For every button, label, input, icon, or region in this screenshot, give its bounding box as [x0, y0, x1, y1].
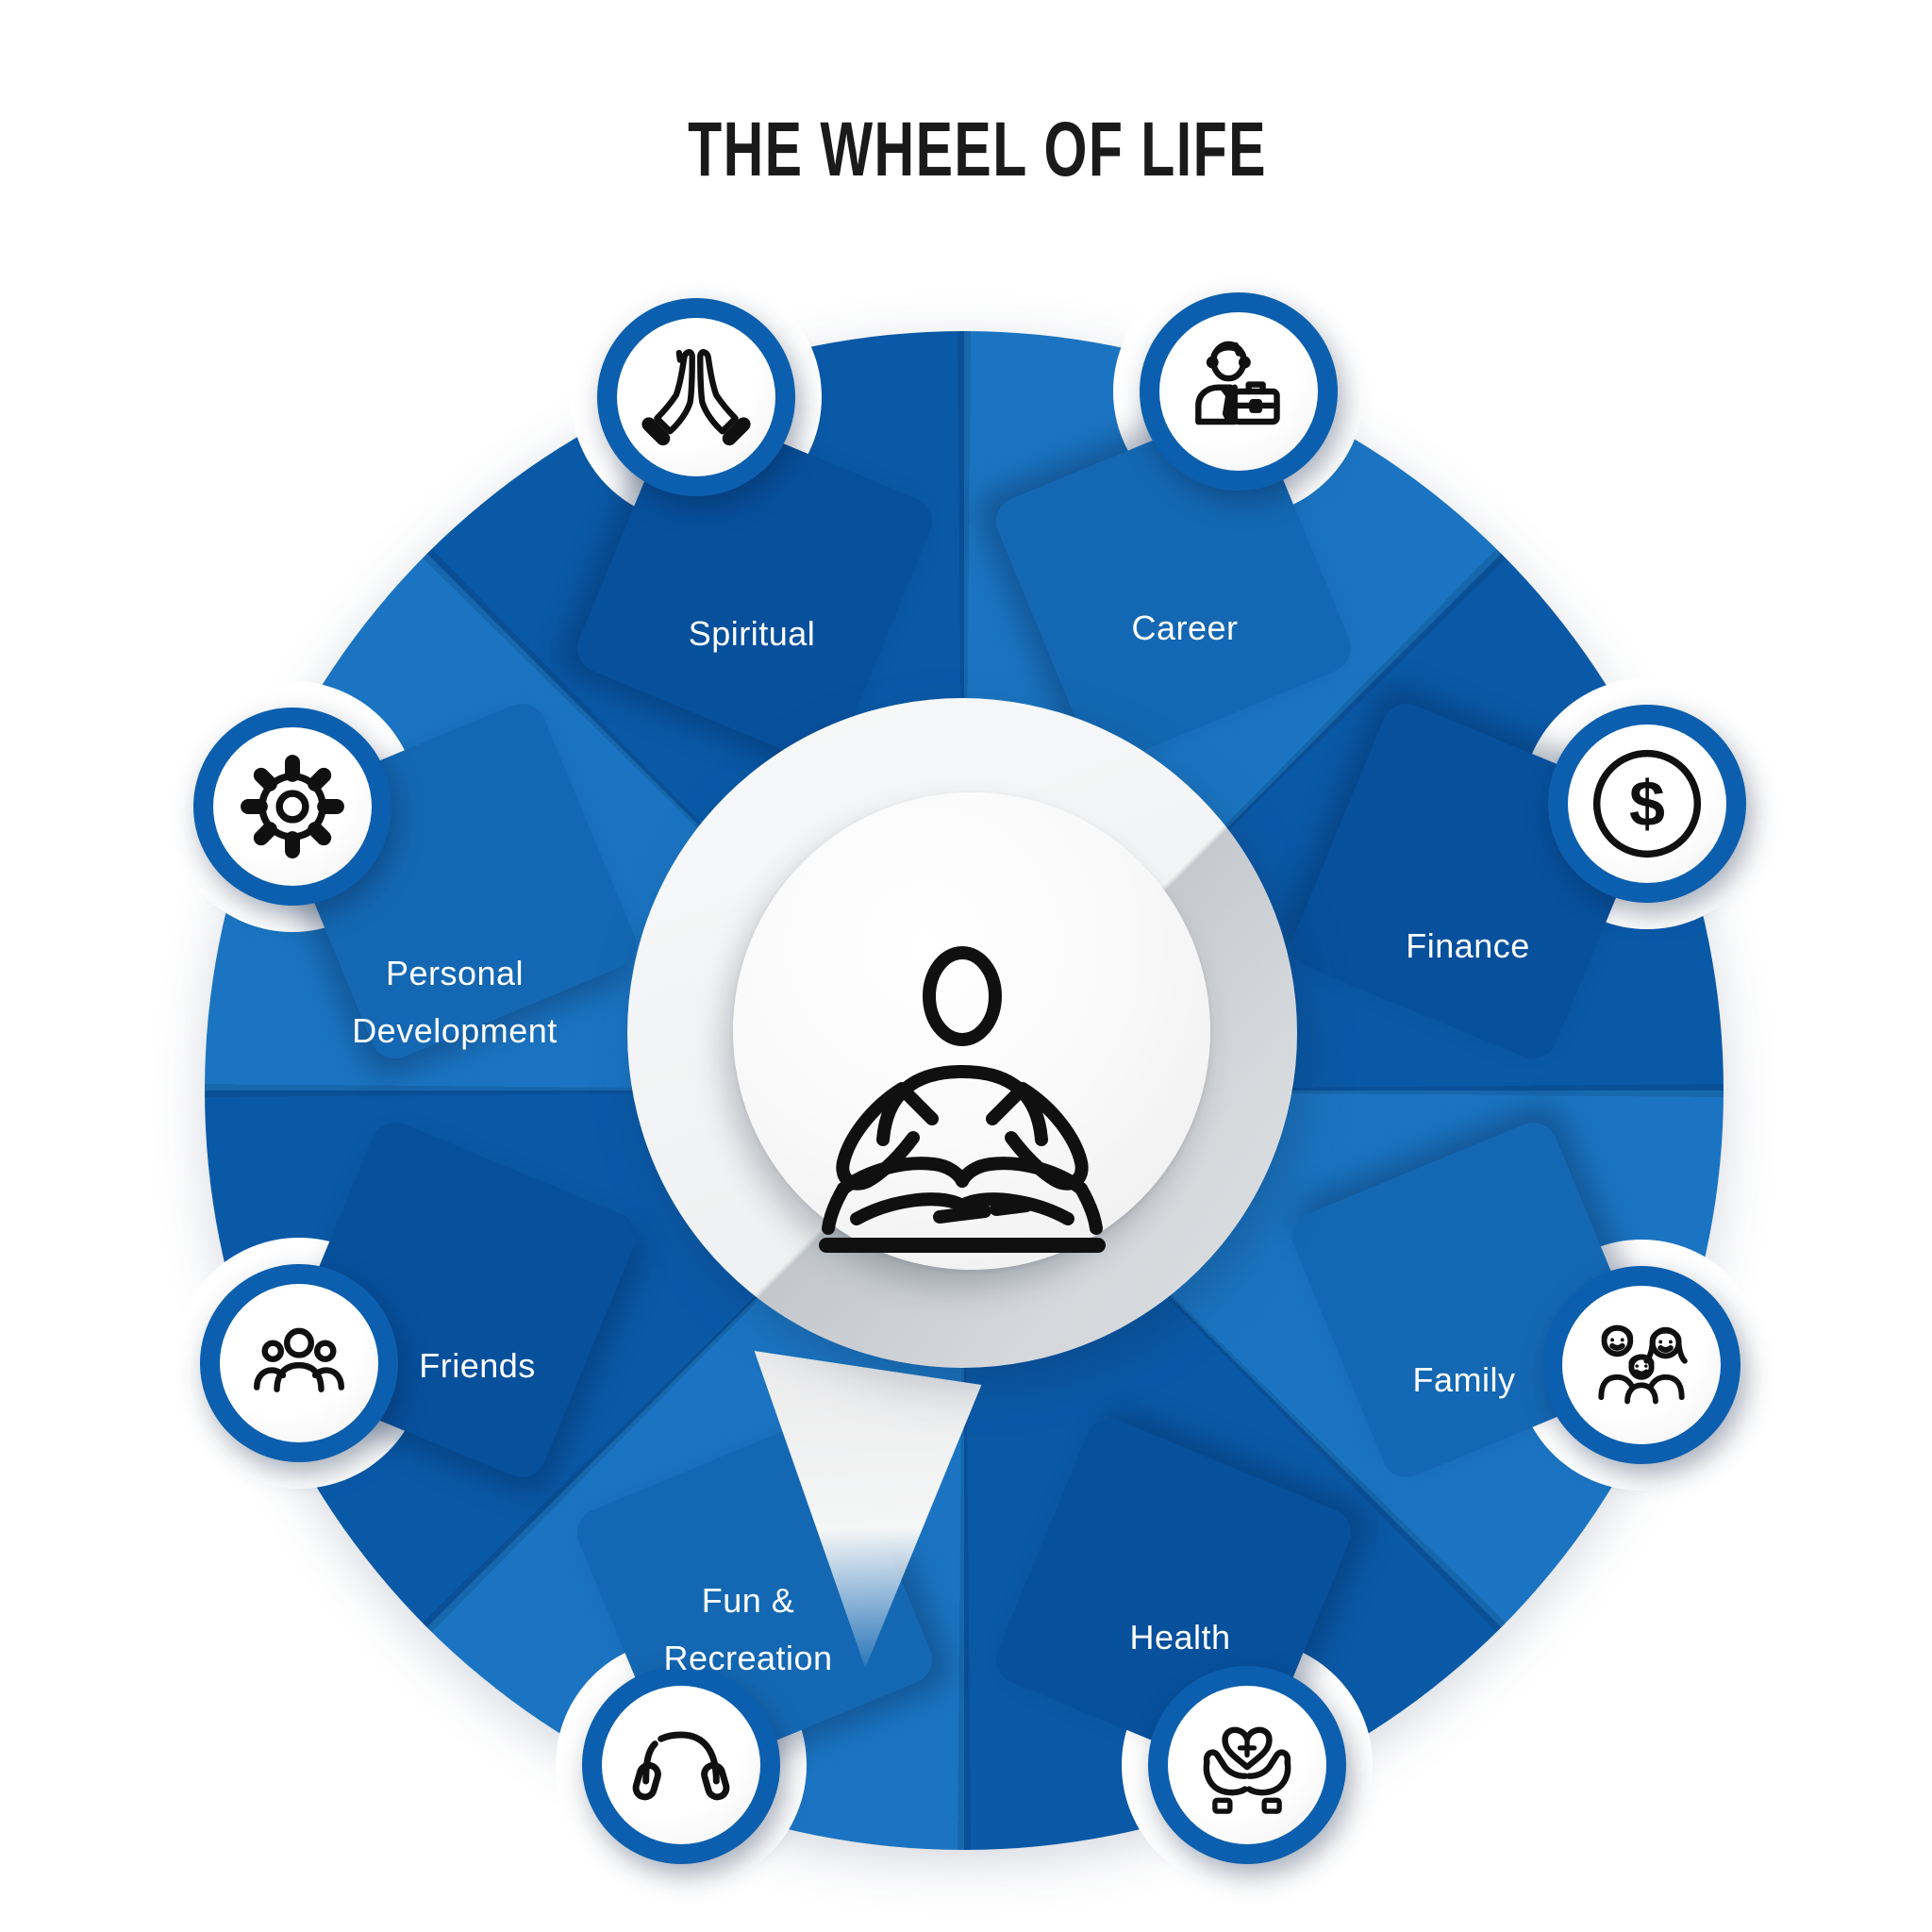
fun-recreation-icon-badge — [582, 1666, 780, 1864]
spiritual-icon-badge — [597, 298, 795, 496]
segment-label-friends: Friends — [419, 1346, 536, 1385]
hands-holding-medical-heart-icon — [1203, 1726, 1291, 1814]
personal-development-icon-badge — [193, 708, 391, 906]
segment-label-fun-recreation: Fun & Recreation — [663, 1581, 833, 1678]
gear-icon — [241, 755, 344, 858]
family-icon — [1598, 1324, 1688, 1405]
headphones-icon — [632, 1731, 730, 1801]
finance-icon-badge: $ — [1548, 705, 1746, 903]
dollar-coin-icon: $ — [1592, 749, 1702, 858]
health-icon-badge — [1148, 1666, 1346, 1864]
segment-label-spiritual: Spiritual — [688, 614, 816, 653]
people-group-icon — [254, 1327, 344, 1392]
svg-text:$: $ — [1629, 768, 1665, 840]
meditating-person-icon — [819, 946, 1106, 1253]
segment-label-finance: Finance — [1406, 926, 1530, 965]
praying-hands-icon — [641, 349, 751, 446]
career-icon-badge — [1140, 292, 1338, 491]
segment-label-personal-development: Personal Development — [352, 954, 558, 1051]
segment-label-family: Family — [1412, 1360, 1516, 1399]
segment-label-health: Health — [1129, 1618, 1231, 1657]
segment-label-career: Career — [1131, 608, 1239, 647]
friends-icon-badge — [200, 1264, 398, 1462]
page-title: THE WHEEL OF LIFE — [688, 107, 1267, 192]
businessman-briefcase-icon — [1195, 341, 1280, 425]
family-icon-badge — [1542, 1266, 1740, 1464]
